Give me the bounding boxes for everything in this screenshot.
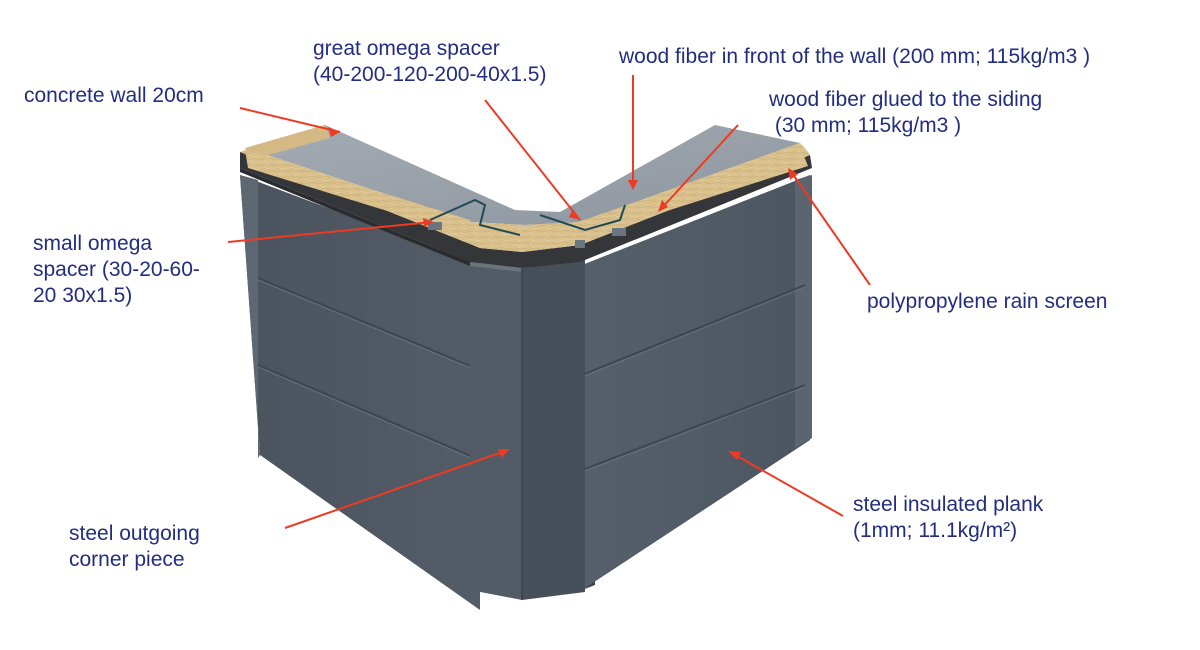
right-facade-panels — [581, 175, 812, 590]
leader-corner-piece — [284, 449, 509, 529]
leader-concrete-wall — [239, 107, 341, 133]
small-omega-spacer — [428, 222, 626, 248]
label-great-omega-spacer: great omega spacer (40-200-120-200-40x1.… — [313, 37, 547, 86]
label-concrete-wall: concrete wall 20cm — [24, 84, 204, 107]
leader-arrowheads — [328, 127, 798, 460]
leader-small-omega — [227, 221, 433, 243]
label-small-omega-spacer: small omega spacer (30-20-60- 20 30x1.5) — [33, 232, 200, 307]
leader-steel-plank — [729, 451, 844, 517]
label-polypropylene-rain-screen: polypropylene rain screen — [867, 290, 1108, 313]
leader-great-omega — [484, 99, 581, 221]
label-wood-fiber-glued: wood fiber glued to the siding (30 mm; 1… — [769, 88, 1043, 137]
leader-rain-screen — [789, 169, 871, 286]
wood-fiber-body — [245, 125, 808, 238]
rain-screen-layer — [240, 152, 812, 268]
label-steel-corner-piece: steel outgoing corner piece — [69, 522, 200, 571]
great-omega-spacer — [429, 198, 626, 236]
label-steel-insulated-plank: steel insulated plank (1mm; 11.1kg/m²) — [853, 493, 1044, 542]
left-facade-panels — [240, 175, 481, 610]
leader-wood-glued — [659, 124, 739, 211]
corner-piece — [470, 260, 585, 600]
leader-lines — [227, 75, 871, 529]
label-wood-fiber-front: wood fiber in front of the wall (200 mm;… — [619, 45, 1091, 68]
